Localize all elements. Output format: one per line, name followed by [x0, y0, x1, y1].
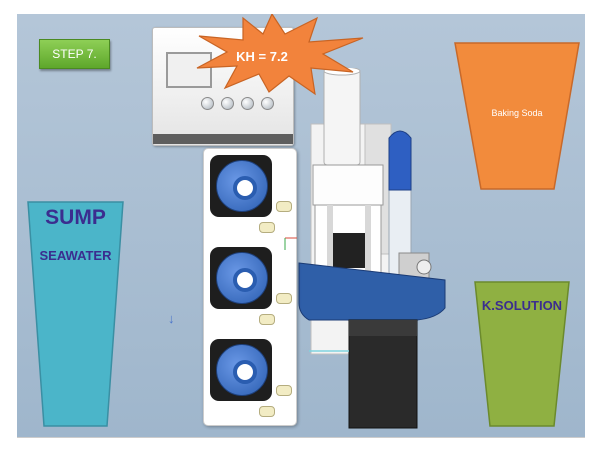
k-solution-cup: K.SOLUTION	[474, 281, 570, 427]
peristaltic-pump-2	[216, 252, 268, 304]
pump-2-tube-out	[276, 293, 292, 304]
pump-3-tube-out	[276, 385, 292, 396]
bottom-divider	[17, 437, 585, 438]
step-badge: STEP 7.	[39, 39, 110, 69]
sump-subtitle: SEAWATER	[39, 248, 112, 263]
controller-button-3	[241, 97, 254, 110]
baking-soda-cup-shape	[454, 42, 580, 190]
pump-2-hub	[233, 268, 257, 292]
pump-2-tube-in	[259, 314, 275, 325]
sump-cup: SUMP SEAWATER	[27, 201, 124, 427]
sump-title: SUMP	[45, 206, 106, 229]
pump-3-tube-in	[259, 406, 275, 417]
pump-1-hub	[233, 176, 257, 200]
down-arrow-icon: ↓	[168, 311, 175, 326]
pump-1-tube-in	[259, 222, 275, 233]
controller-display	[166, 52, 212, 88]
controller-button-2	[221, 97, 234, 110]
kh-burst-shape	[196, 14, 364, 96]
k-solution-label: K.SOLUTION	[481, 298, 563, 313]
reaction-chamber	[298, 68, 446, 429]
pump-3-hub	[233, 360, 257, 384]
axis-gizmo	[284, 237, 297, 250]
controller-base	[153, 134, 293, 144]
controller-button-4	[261, 97, 274, 110]
kh-reading: KH = 7.2	[236, 49, 288, 64]
k-solution-cup-shape	[474, 281, 570, 427]
controller-button-1	[201, 97, 214, 110]
sump-cup-shape	[27, 201, 124, 427]
pump-panel	[203, 148, 297, 426]
pump-1-tube-out	[276, 201, 292, 212]
baking-soda-cup: Baking Soda	[454, 42, 580, 190]
baking-soda-label: Baking Soda	[491, 108, 543, 118]
diagram-canvas: STEP 7. SUMP SEAWATER Baking Soda K.SOLU…	[17, 14, 585, 437]
